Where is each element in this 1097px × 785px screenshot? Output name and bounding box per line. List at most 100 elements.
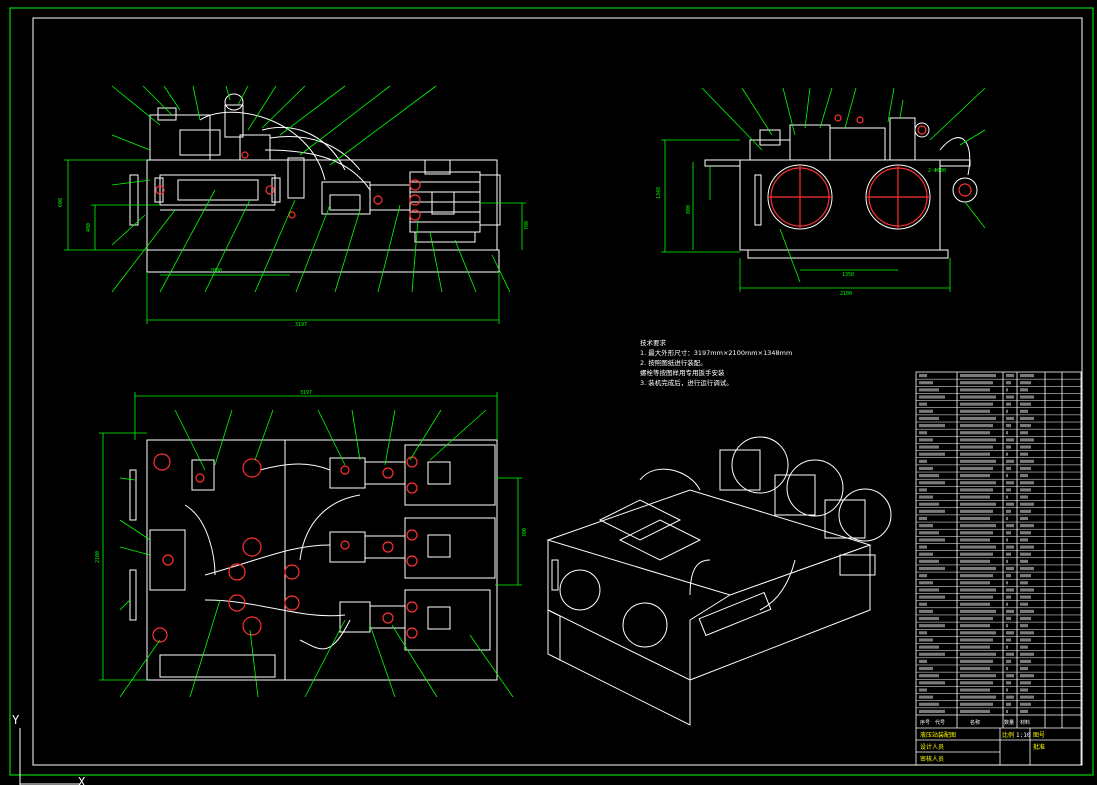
parts-row-text-mark xyxy=(1006,431,1008,435)
parts-row-text-mark xyxy=(960,674,996,678)
parts-row-text-mark xyxy=(1020,652,1034,656)
parts-row-text-mark xyxy=(1006,631,1014,635)
parts-row-text-mark xyxy=(1006,616,1011,621)
parts-row-text-mark xyxy=(960,452,990,456)
parts-row-text-mark xyxy=(960,488,993,492)
parts-row-text-mark xyxy=(1006,516,1008,521)
parts-row-text-mark xyxy=(919,402,927,406)
parts-row-text-mark xyxy=(1006,681,1011,685)
parts-row-text-mark xyxy=(1006,395,1014,399)
parts-header-name: 名称 xyxy=(970,719,980,726)
parts-row-text-mark xyxy=(1006,624,1008,628)
parts-row-text-mark xyxy=(919,459,927,463)
parts-row-text-mark xyxy=(1006,545,1014,549)
parts-row-text-mark xyxy=(1020,695,1034,699)
parts-row-text-mark xyxy=(960,624,990,628)
parts-row-text-mark xyxy=(960,688,990,692)
parts-row-text-mark xyxy=(919,409,933,413)
parts-row-text-mark xyxy=(1020,452,1028,456)
parts-row-text-mark xyxy=(960,545,996,549)
parts-row-text-mark xyxy=(1020,409,1028,413)
title-block-sheet-label: 图号 xyxy=(1033,732,1045,739)
parts-row-text-mark xyxy=(960,459,996,463)
parts-row-text-mark xyxy=(960,609,996,613)
parts-row-text-mark xyxy=(1020,681,1031,685)
side-view-accents xyxy=(768,114,972,229)
side-view xyxy=(704,117,978,259)
parts-row-text-mark xyxy=(1006,688,1008,692)
dim-side-height2: 800 xyxy=(686,205,692,214)
parts-row-text-mark xyxy=(1006,445,1011,449)
parts-row-text-mark xyxy=(960,581,990,585)
parts-row-text-mark xyxy=(1006,459,1014,463)
parts-row-text-mark xyxy=(919,674,939,678)
parts-row-text-mark xyxy=(1006,702,1011,706)
parts-row-text-mark xyxy=(1006,488,1011,492)
parts-row-text-mark xyxy=(919,438,933,442)
parts-row-text-mark xyxy=(1020,645,1028,649)
parts-row-text-mark xyxy=(1020,566,1034,571)
parts-list xyxy=(915,371,1082,766)
dim-front-total: 3197 xyxy=(295,322,307,328)
parts-row-text-mark xyxy=(960,416,996,421)
parts-row-text-mark xyxy=(919,659,927,663)
parts-row-text-mark xyxy=(1006,609,1014,613)
parts-row-text-mark xyxy=(1020,666,1028,671)
parts-row-text-mark xyxy=(1006,402,1011,406)
parts-row-text-mark xyxy=(960,466,993,471)
dim-side-total: 2100 xyxy=(840,291,852,297)
parts-header-qty: 数量 xyxy=(1004,719,1014,726)
parts-row-text-mark xyxy=(960,381,993,385)
parts-row-text-mark xyxy=(1020,445,1031,449)
parts-row-text-mark xyxy=(960,574,993,578)
parts-row-text-mark xyxy=(1020,424,1031,428)
parts-row-text-mark xyxy=(919,574,927,578)
parts-header-material: 材料 xyxy=(1020,719,1030,726)
parts-row-text-mark xyxy=(960,502,996,506)
parts-row-text-mark xyxy=(960,474,990,478)
parts-row-text-mark xyxy=(1020,459,1034,463)
dim-side-sub: 1350 xyxy=(842,272,854,278)
parts-row-text-mark xyxy=(1020,502,1034,506)
technical-requirements-line: 螺栓等按图样用专用扳手安装 xyxy=(640,369,725,377)
parts-row-text-mark xyxy=(960,388,990,392)
parts-row-text-mark xyxy=(919,709,945,713)
parts-row-text-mark xyxy=(960,645,990,649)
top-view xyxy=(129,439,498,681)
parts-row-text-mark xyxy=(919,695,933,699)
dim-front-width: 2000 xyxy=(210,268,222,274)
parts-row-text-mark xyxy=(1020,374,1034,378)
parts-row-text-mark xyxy=(919,495,933,499)
parts-row-text-mark xyxy=(960,516,990,521)
parts-row-text-mark xyxy=(960,431,990,435)
parts-row-text-mark xyxy=(1020,674,1034,678)
parts-row-text-mark xyxy=(960,509,993,513)
parts-row-text-mark xyxy=(1006,638,1011,642)
parts-row-text-mark xyxy=(919,552,933,556)
parts-row-text-mark xyxy=(919,666,933,671)
parts-row-text-mark xyxy=(1006,674,1014,678)
parts-row-text-mark xyxy=(960,438,996,442)
parts-row-text-mark xyxy=(1020,531,1031,535)
parts-row-text-mark xyxy=(1006,552,1011,556)
parts-row-text-mark xyxy=(1006,566,1014,571)
title-block-check: 审核人员 xyxy=(920,755,944,763)
sheet-inner-border xyxy=(32,17,1083,766)
parts-row-text-mark xyxy=(919,588,939,592)
dim-front-right: 700 xyxy=(524,221,530,230)
parts-row-text-mark xyxy=(960,666,990,671)
parts-row-text-mark xyxy=(1020,616,1031,621)
parts-row-text-mark xyxy=(1020,538,1028,542)
top-view-dimensions xyxy=(99,392,522,698)
parts-row-text-mark xyxy=(919,559,939,563)
dim-top-total: 3197 xyxy=(300,390,312,396)
parts-row-text-mark xyxy=(1020,388,1028,392)
parts-row-text-mark xyxy=(919,502,939,506)
parts-row-text-mark xyxy=(1020,581,1028,585)
parts-row-text-mark xyxy=(919,452,945,456)
parts-row-text-mark xyxy=(960,538,990,542)
parts-row-text-mark xyxy=(960,552,993,556)
parts-row-text-mark xyxy=(1020,402,1031,406)
ucs-icon xyxy=(19,728,80,785)
parts-row-text-mark xyxy=(919,631,927,635)
